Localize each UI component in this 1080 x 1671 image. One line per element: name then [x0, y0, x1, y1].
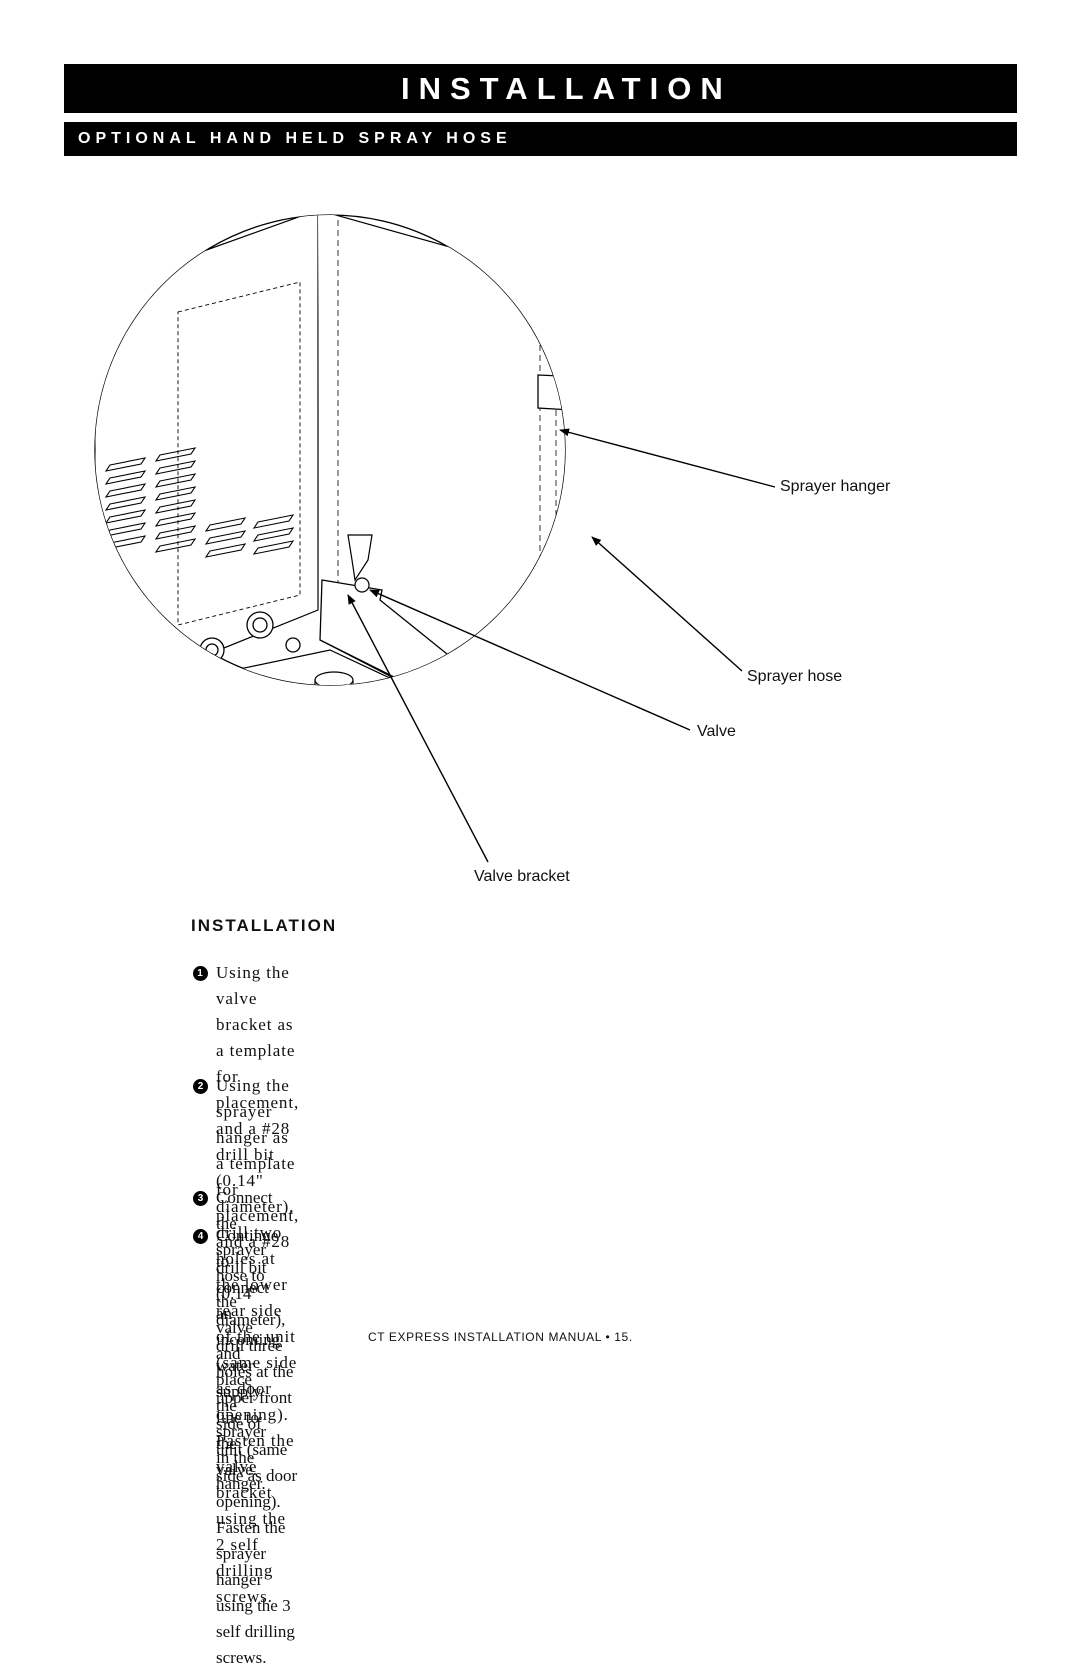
sprayer-hanger-leader	[559, 428, 776, 488]
sprayer-assembly	[537, 374, 565, 685]
section-banner: OPTIONAL HAND HELD SPRAY HOSE	[64, 122, 1017, 156]
callout-sprayer-hanger: Sprayer hanger	[780, 478, 891, 495]
step-number: 2	[193, 1079, 208, 1094]
page-title: INSTALLATION	[401, 71, 732, 106]
callout-valve: Valve	[697, 723, 736, 740]
page-footer: CT EXPRESS INSTALLATION MANUAL • 15.	[368, 1330, 633, 1344]
valve	[347, 534, 373, 582]
step-number: 1	[193, 966, 208, 981]
step-text: Continue to connect an incoming water su…	[216, 1226, 281, 1479]
callout-valve-bracket: Valve bracket	[474, 868, 570, 885]
installation-heading: INSTALLATION	[191, 916, 338, 935]
title-banner: INSTALLATION	[64, 64, 1017, 113]
oven-door-edge	[317, 215, 565, 685]
callout-sprayer-hose: Sprayer hose	[747, 668, 843, 685]
valve-leader	[369, 589, 691, 731]
oven-feet	[314, 671, 354, 685]
valve-bracket-leader	[347, 594, 489, 863]
sprayer-hose-leader	[591, 536, 743, 672]
step-number: 4	[193, 1229, 208, 1244]
section-title: OPTIONAL HAND HELD SPRAY HOSE	[78, 130, 512, 147]
vent-louvers	[104, 447, 295, 558]
step-number: 3	[193, 1191, 208, 1206]
spray-hose-diagram	[94, 214, 776, 863]
oven-side-panel	[95, 215, 319, 685]
